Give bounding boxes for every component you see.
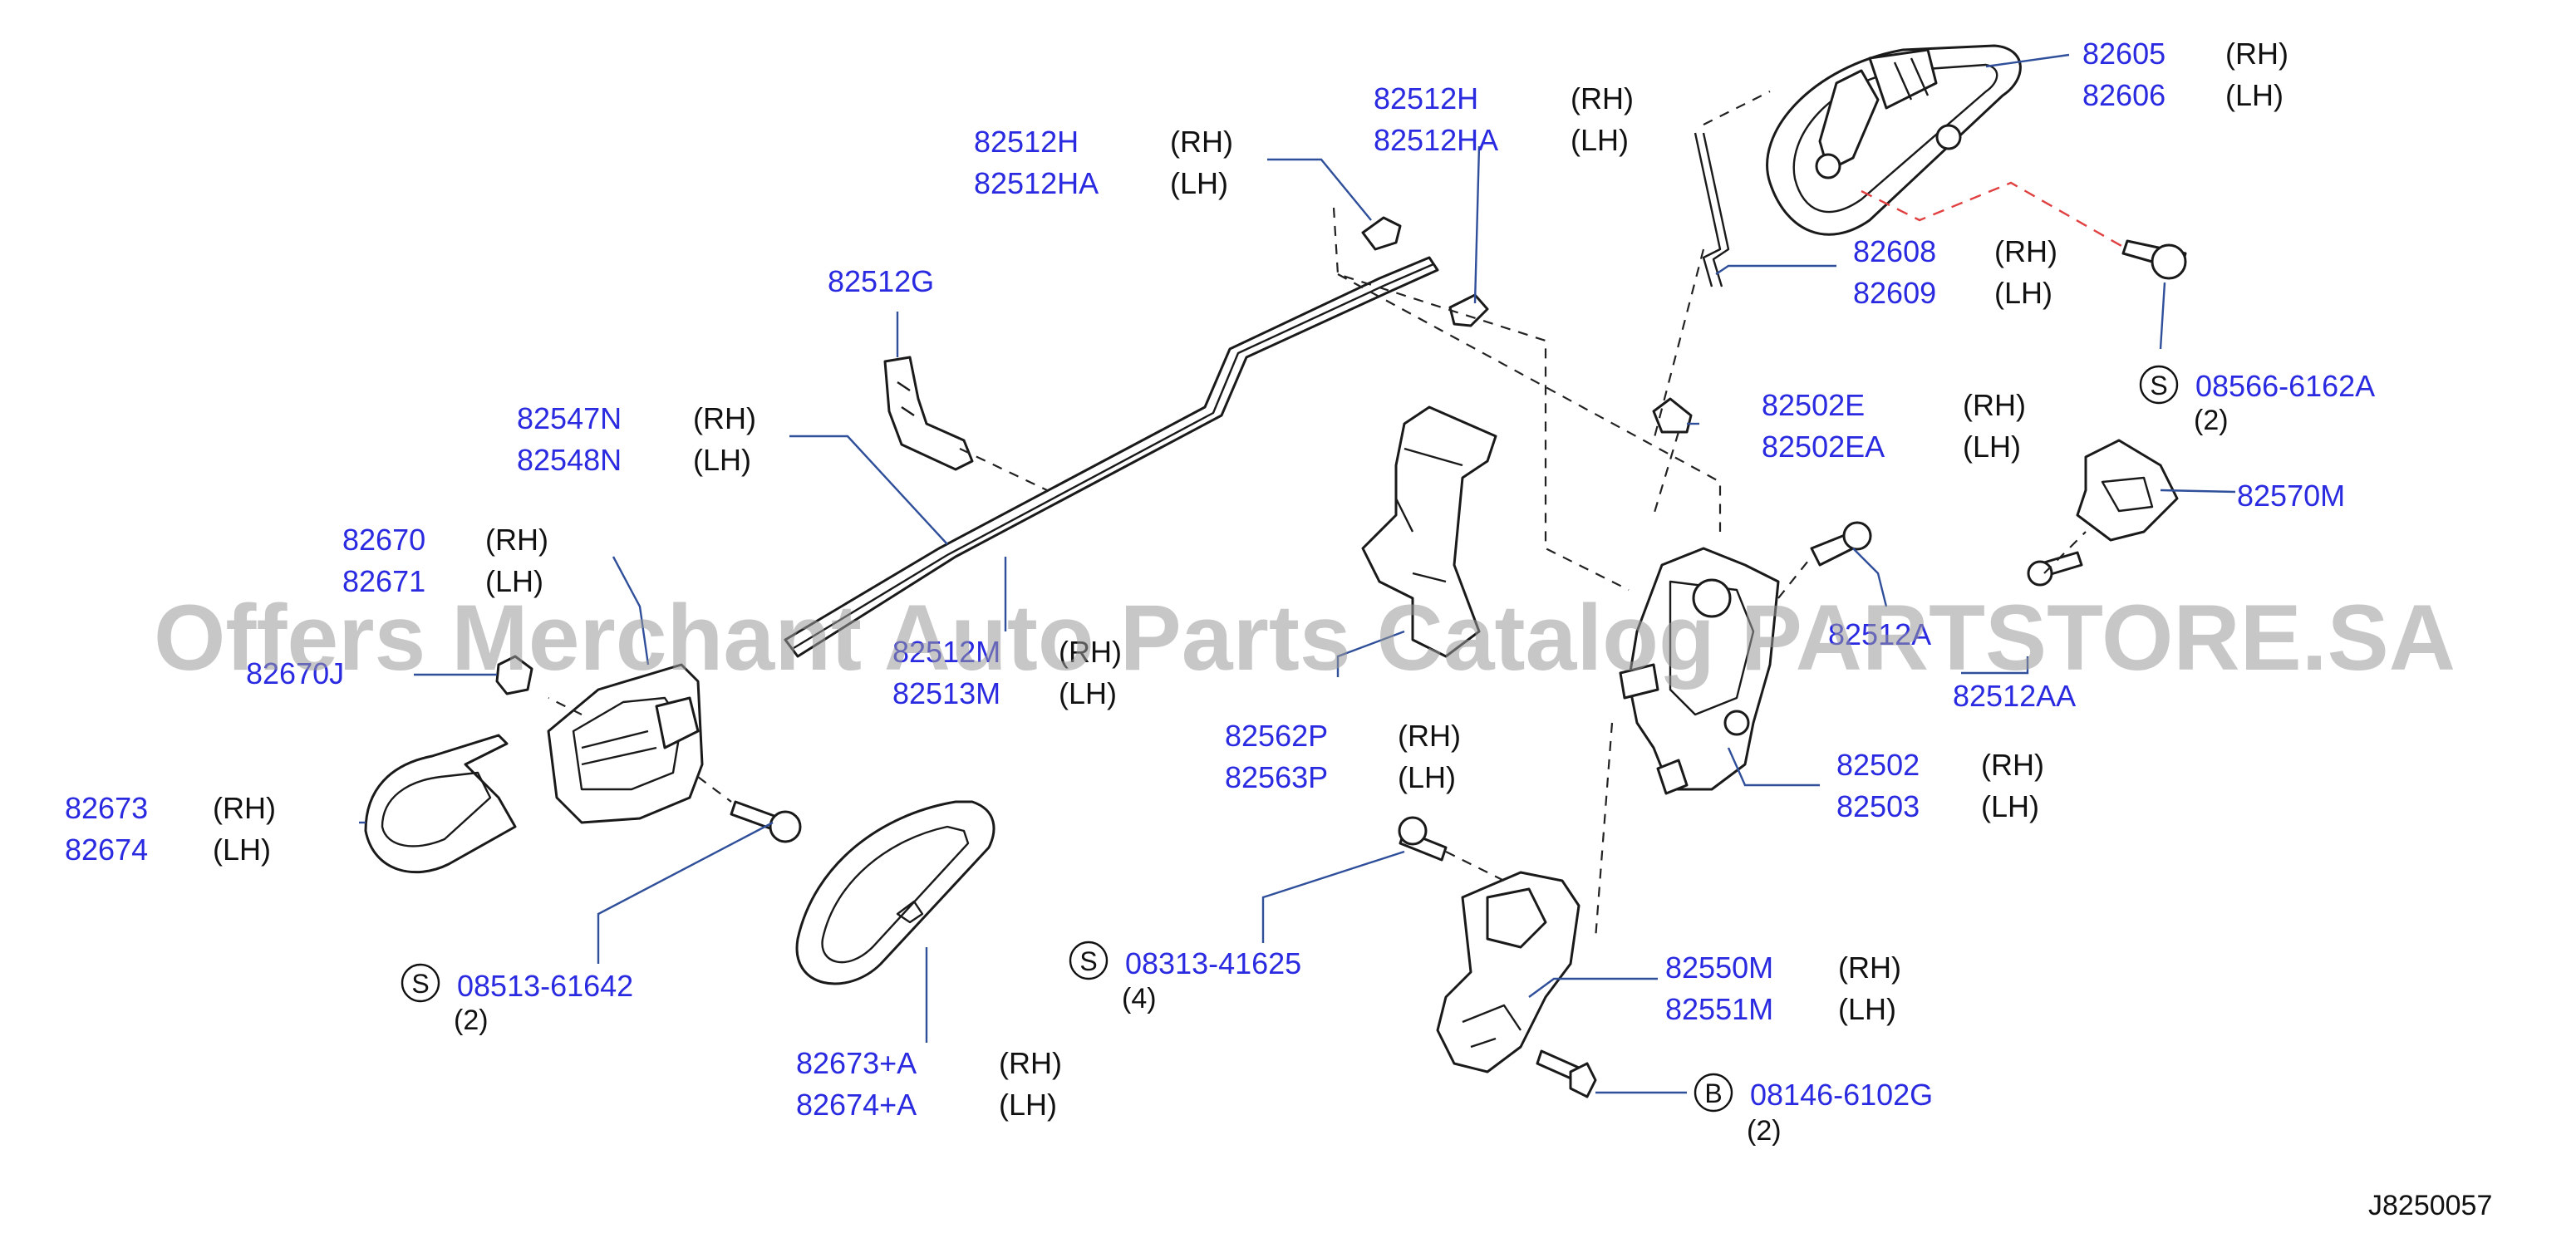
- side-lh: (LH): [1994, 276, 2052, 310]
- side-rh: (RH): [1170, 125, 1233, 159]
- quantity: (2): [1747, 1115, 1782, 1147]
- badge-s: [1069, 941, 1109, 980]
- part-number-82673[interactable]: 82673: [65, 791, 148, 825]
- badge-letter: S: [2150, 371, 2167, 400]
- connection-lines: [548, 91, 2128, 940]
- part-number-82502[interactable]: 82502: [1836, 748, 1920, 782]
- lock-bolt-drawing: [1810, 521, 1872, 567]
- part-number-82670J[interactable]: 82670J: [246, 656, 344, 690]
- outside-door-handle-drawing: [1766, 44, 2022, 236]
- part-number-82670[interactable]: 82670: [342, 523, 425, 557]
- side-lh: (LH): [999, 1088, 1057, 1122]
- side-lh: (LH): [1981, 789, 2039, 823]
- badge-letter: B: [1704, 1078, 1722, 1108]
- diagram-code: J8250057: [2368, 1190, 2492, 1221]
- door-latch-drawing: [1436, 871, 1581, 1073]
- leader-lines: [359, 53, 2236, 1094]
- part-number-82606[interactable]: 82606: [2082, 78, 2166, 112]
- part-number-08313-41625[interactable]: 08313-41625: [1125, 946, 1301, 980]
- side-lh: (LH): [1838, 992, 1896, 1026]
- badge-b: [1694, 1073, 1733, 1113]
- part-number-82512HA[interactable]: 82512HA: [974, 166, 1099, 200]
- part-number-82609[interactable]: 82609: [1853, 276, 1936, 310]
- escutcheon-drawing: [364, 734, 517, 874]
- side-lh: (LH): [2225, 78, 2283, 112]
- inside-handle-drawing: [547, 663, 704, 824]
- part-number-82671[interactable]: 82671: [342, 564, 425, 598]
- part-number-82605[interactable]: 82605: [2082, 37, 2166, 71]
- striker-drawing: [2076, 439, 2179, 542]
- part-number-08566-6162A[interactable]: 08566-6162A: [2195, 369, 2375, 403]
- side-rh: (RH): [485, 523, 548, 557]
- badge-s: [2139, 365, 2179, 405]
- side-rh: (RH): [1981, 748, 2044, 782]
- part-number-82512M[interactable]: 82512M: [892, 635, 1000, 669]
- quantity: (2): [454, 1005, 489, 1036]
- side-rh: (RH): [1398, 719, 1461, 753]
- part-number-82502E[interactable]: 82502E: [1762, 388, 1865, 422]
- side-rh: (RH): [1994, 234, 2057, 268]
- rod-clip-upper-drawing: [1361, 216, 1489, 327]
- badge-letter: S: [411, 969, 429, 999]
- side-lh: (LH): [213, 833, 271, 867]
- bolt-08146-drawing: [1536, 1049, 1597, 1098]
- rod-clip-82512G-drawing: [883, 356, 974, 471]
- part-number-82503[interactable]: 82503: [1836, 789, 1920, 823]
- bolt-08313-drawing: [1398, 816, 1448, 862]
- side-rh: (RH): [1571, 81, 1634, 115]
- part-number-82674A[interactable]: 82674+A: [796, 1088, 917, 1122]
- watermark-text: Offers Merchant Auto Parts Catalog PARTS…: [154, 586, 2456, 690]
- part-number-82513M[interactable]: 82513M: [892, 676, 1000, 710]
- part-number-82512H[interactable]: 82512H: [974, 125, 1079, 159]
- part-number-82608[interactable]: 82608: [1853, 234, 1936, 268]
- part-number-82512H[interactable]: 82512H: [1374, 81, 1478, 115]
- side-rh: (RH): [999, 1046, 1062, 1080]
- part-number-82512G[interactable]: 82512G: [828, 264, 934, 298]
- part-number-82563P[interactable]: 82563P: [1225, 760, 1328, 794]
- side-rh: (RH): [1059, 635, 1122, 669]
- side-rh: (RH): [693, 401, 756, 435]
- long-rod-drawing: [784, 256, 1439, 658]
- part-number-82512HA[interactable]: 82512HA: [1374, 123, 1498, 157]
- part-number-82512A[interactable]: 82512A: [1828, 617, 1931, 651]
- side-lh: (LH): [1059, 676, 1117, 710]
- part-number-82547N[interactable]: 82547N: [517, 401, 622, 435]
- side-rh: (RH): [1838, 951, 1901, 985]
- side-rh: (RH): [2225, 37, 2288, 71]
- finisher-drawing: [795, 800, 995, 985]
- clip-82670J-drawing: [495, 655, 533, 695]
- badge-letter: S: [1079, 946, 1097, 976]
- part-number-82673A[interactable]: 82673+A: [796, 1046, 917, 1080]
- handle-rod-drawing: [1694, 132, 1730, 287]
- badge-s: [401, 963, 440, 1003]
- screw-08566-drawing: [2121, 239, 2187, 280]
- screw-08513-drawing: [730, 800, 802, 843]
- side-lh: (LH): [693, 443, 751, 477]
- part-number-82512AA[interactable]: 82512AA: [1953, 679, 2076, 713]
- side-lh: (LH): [1170, 166, 1228, 200]
- part-number-82550M[interactable]: 82550M: [1665, 951, 1773, 985]
- part-number-82562P[interactable]: 82562P: [1225, 719, 1328, 753]
- part-number-82551M[interactable]: 82551M: [1665, 992, 1773, 1026]
- side-lh: (LH): [485, 564, 543, 598]
- part-number-82570M[interactable]: 82570M: [2237, 479, 2345, 513]
- side-rh: (RH): [1963, 388, 2026, 422]
- part-number-08146-6102G[interactable]: 08146-6102G: [1750, 1078, 1933, 1112]
- part-number-08513-61642[interactable]: 08513-61642: [457, 969, 633, 1003]
- side-lh: (LH): [1571, 123, 1629, 157]
- quantity: (2): [2194, 405, 2229, 436]
- lock-bracket-drawing: [1361, 405, 1497, 658]
- part-number-82548N[interactable]: 82548N: [517, 443, 622, 477]
- door-lock-actuator-drawing: [1619, 547, 1780, 795]
- side-lh: (LH): [1398, 760, 1456, 794]
- part-number-82502EA[interactable]: 82502EA: [1762, 430, 1885, 464]
- side-lh: (LH): [1963, 430, 2021, 464]
- side-rh: (RH): [213, 791, 276, 825]
- striker-screw-drawing: [2027, 551, 2083, 587]
- quantity: (4): [1122, 983, 1157, 1014]
- part-number-82674[interactable]: 82674: [65, 833, 148, 867]
